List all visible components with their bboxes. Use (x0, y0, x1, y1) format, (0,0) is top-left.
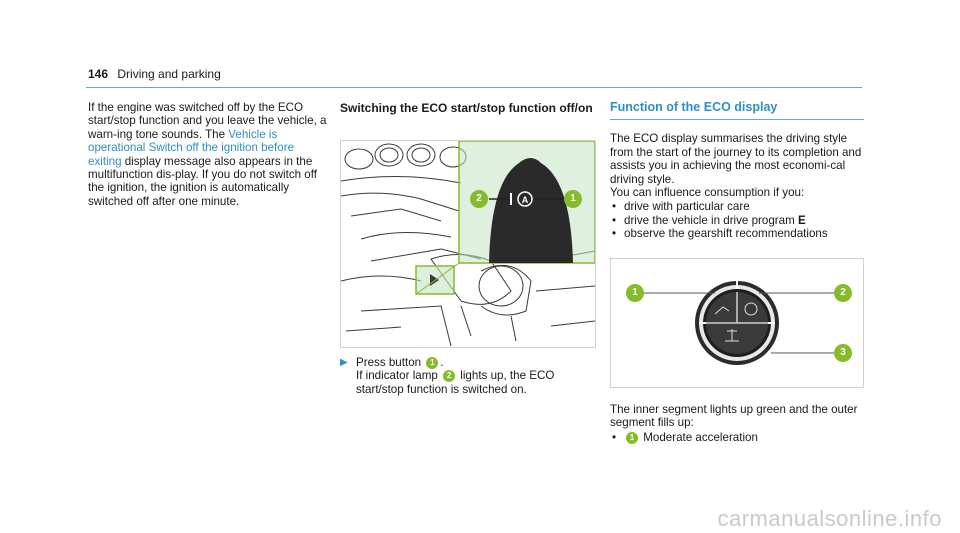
column-left: If the engine was switched off by the EC… (88, 101, 328, 208)
segment-description: The inner segment lights up green and th… (610, 403, 858, 430)
header-rule (86, 87, 862, 88)
step-result: If indicator lamp 2 lights up, the ECO s… (340, 369, 596, 396)
eco-switch-steps: ▶ Press button 1. If indicator lamp 2 li… (340, 356, 596, 396)
consumption-list: drive with particular care drive the veh… (610, 200, 866, 241)
result-text-end: lights up, the ECO start/stop function i… (356, 369, 555, 396)
list-item-text: drive the vehicle in drive program (624, 213, 798, 227)
result-text: If indicator lamp (356, 369, 442, 383)
display-message-link[interactable]: Vehicle is operational Switch off the ig… (88, 127, 295, 168)
badge-1: 1 (626, 431, 638, 444)
callout-1: 1 (570, 193, 576, 204)
eco-display-heading: Function of the ECO display (610, 100, 778, 114)
watermark: carmanualsonline.info (717, 505, 942, 531)
list-item: observe the gearshift recommendations (610, 227, 866, 241)
svg-text:A: A (522, 195, 529, 205)
section-title: Driving and parking (117, 67, 221, 81)
list-item: 1 Moderate acceleration (610, 430, 866, 445)
step-text-end: . (440, 356, 444, 369)
step-arrow-icon: ▶ (340, 357, 348, 368)
eco-display-intro: The ECO display summarises the driving s… (610, 132, 862, 186)
eco-display-drawing (626, 281, 852, 365)
console-drawing: A (340, 140, 596, 347)
eco-display-segments: The inner segment lights up green and th… (610, 403, 866, 445)
list-item-text: Moderate acceleration (643, 430, 758, 444)
eco-display-illustration: 1 2 3 (610, 258, 864, 388)
callout-2: 2 (476, 193, 482, 204)
page-header: 146 Driving and parking (88, 67, 221, 81)
column-right: Function of the ECO display The ECO disp… (610, 100, 866, 241)
drive-program-label: E (798, 213, 806, 227)
heading-rule (610, 119, 864, 121)
badge-1: 1 (426, 356, 439, 369)
badge-2: 2 (443, 370, 456, 383)
step-instruction: ▶ Press button 1. (340, 356, 596, 369)
paragraph-text: If the engine was switched off by the EC… (88, 101, 327, 141)
callout-1: 1 (632, 287, 638, 298)
eco-switch-heading: Switching the ECO start/stop function of… (340, 101, 593, 115)
column-middle: Switching the ECO start/stop function of… (340, 101, 596, 115)
paragraph-text: display message also appears in the mult… (88, 154, 317, 208)
engine-off-paragraph: If the engine was switched off by the EC… (88, 101, 328, 208)
callout-2: 2 (840, 287, 846, 298)
list-item: drive the vehicle in drive program E (610, 213, 866, 228)
page-number: 146 (88, 67, 109, 81)
consumption-intro: You can influence consumption if you: (610, 186, 805, 200)
step-text: Press button (356, 356, 425, 369)
eco-button-illustration: A 2 1 (340, 140, 596, 348)
callout-3: 3 (840, 347, 846, 358)
list-item: drive with particular care (610, 200, 866, 214)
